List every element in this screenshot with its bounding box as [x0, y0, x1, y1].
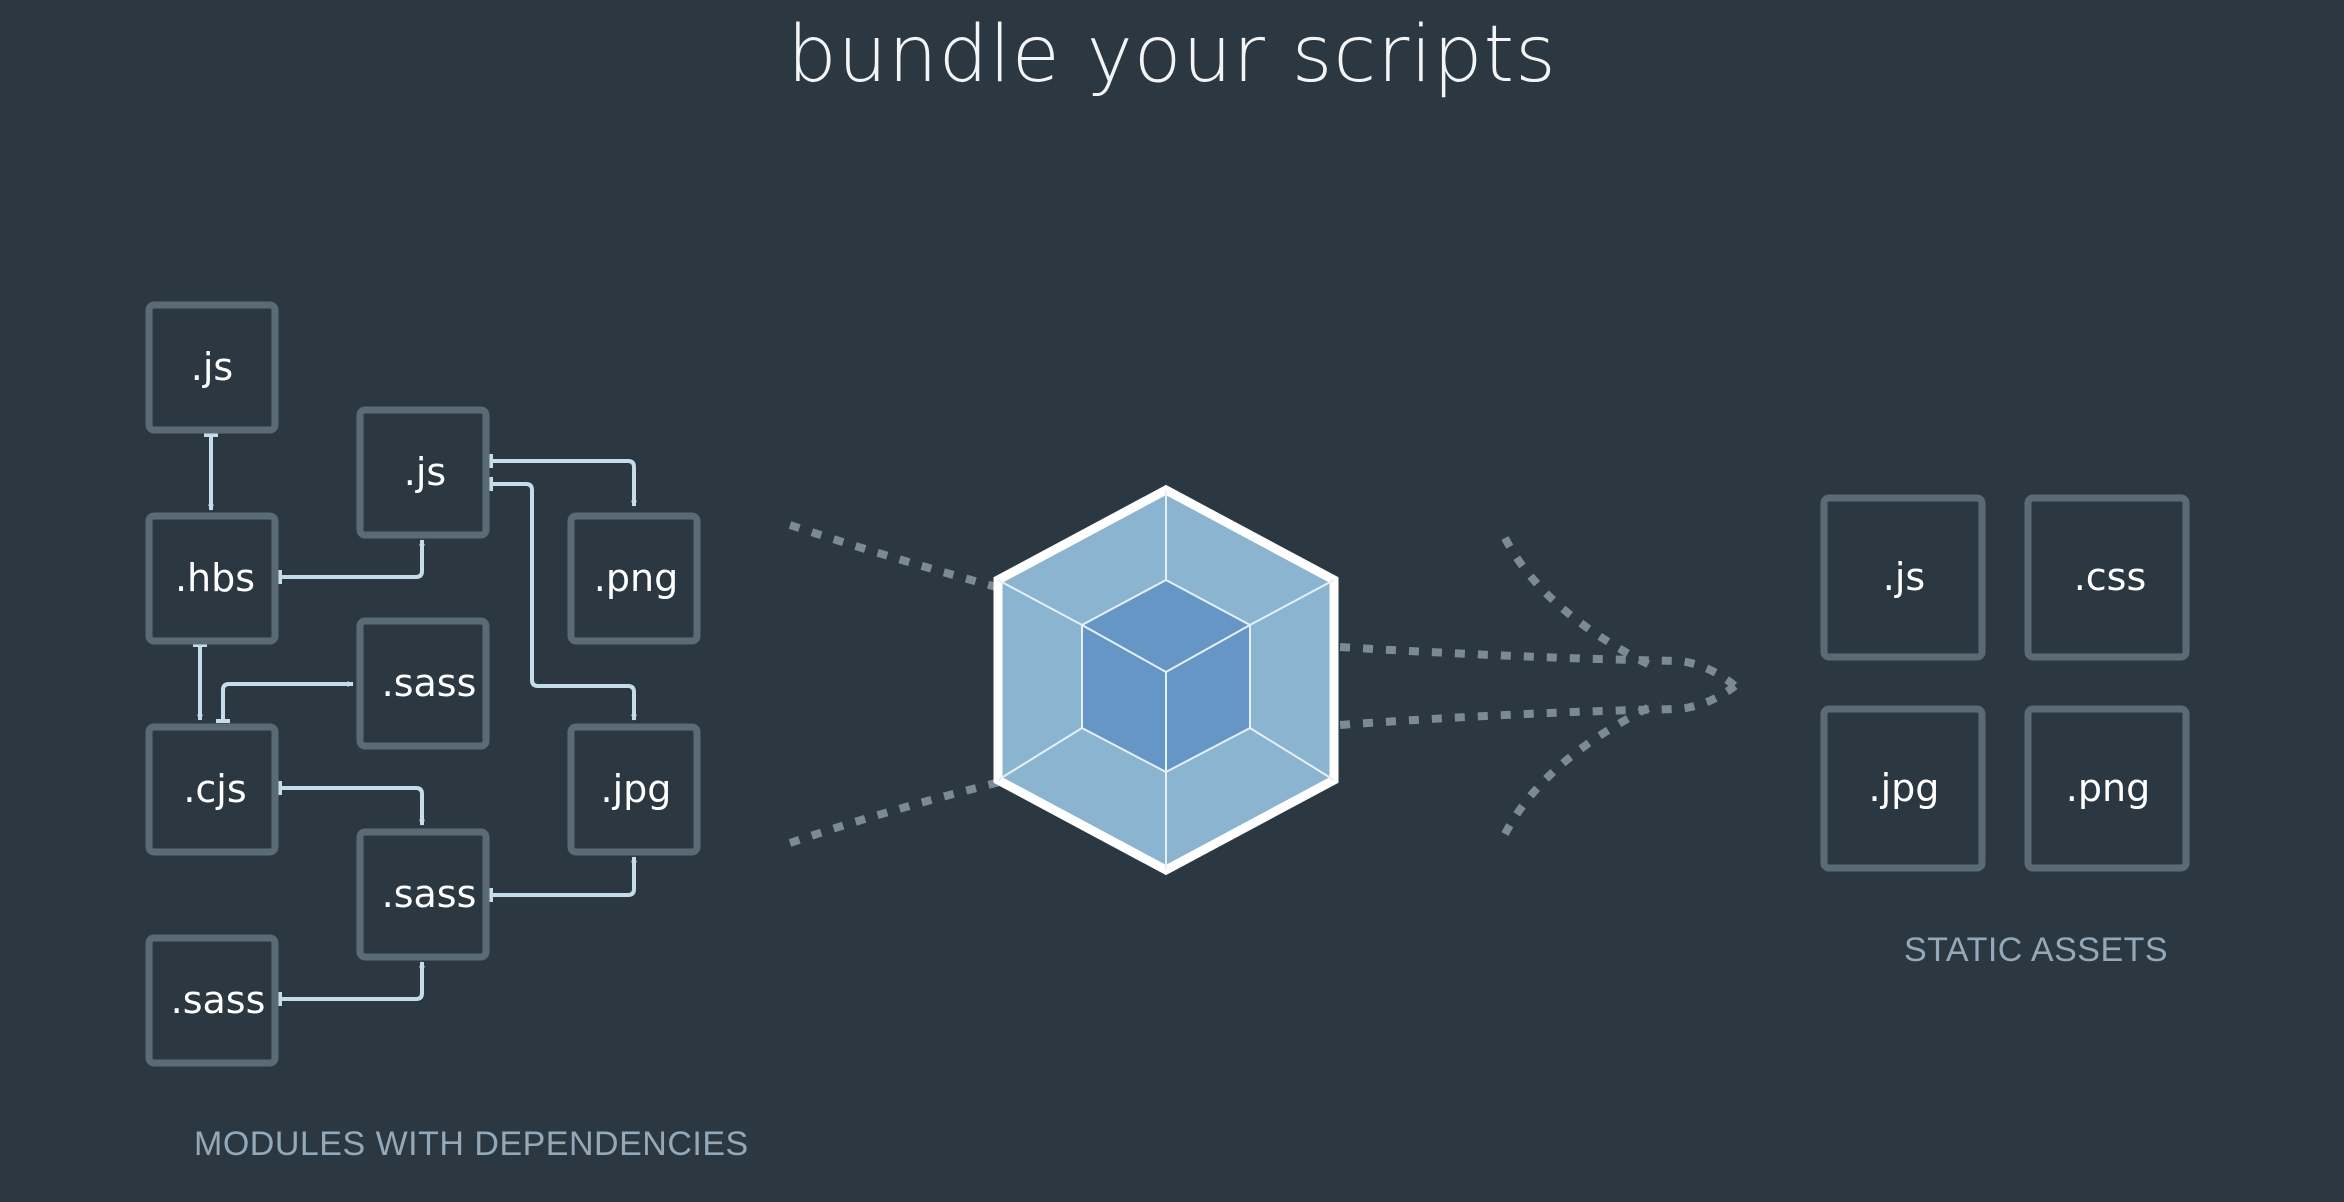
- module-label-js-b: .js: [404, 450, 446, 494]
- asset-label-css: .css: [2074, 555, 2147, 599]
- asset-box-jpg: [1820, 705, 1986, 872]
- module-box-sass-a: [356, 617, 490, 750]
- module-box-js-b: [356, 406, 490, 539]
- edge-hbs-to-js: [280, 539, 425, 579]
- webpack-cube-icon: [993, 484, 1339, 876]
- dependency-edges: [193, 433, 637, 1006]
- edge-sass-to-jpg: [491, 856, 637, 897]
- module-box-jpg: [567, 723, 701, 856]
- modules-caption: MODULES WITH DEPENDENCIES: [194, 1125, 749, 1163]
- module-box-sass-b: [356, 828, 490, 961]
- module-label-js: .js: [191, 345, 233, 389]
- asset-label-js: .js: [1883, 555, 1925, 599]
- edge-cjs-to-sass-b: [280, 786, 425, 826]
- asset-label-png: .png: [2066, 766, 2150, 810]
- module-label-cjs: .cjs: [183, 767, 246, 811]
- edge-sass-c-to-sass-b: [280, 961, 425, 1001]
- assets-caption: STATIC ASSETS: [1904, 931, 2169, 969]
- asset-box-js: [1820, 494, 1986, 661]
- module-nodes: .js .hbs .cjs .sass .js .sass .sass .png…: [145, 301, 701, 1067]
- module-box-cjs: [145, 723, 279, 856]
- edge-js-to-png: [491, 459, 637, 507]
- edge-js-to-jpg: [491, 482, 637, 721]
- module-label-sass-a: .sass: [382, 661, 477, 705]
- module-label-png: .png: [594, 556, 678, 600]
- asset-box-css: [2024, 494, 2190, 661]
- module-label-jpg: .jpg: [601, 767, 672, 811]
- module-label-sass-c: .sass: [171, 978, 266, 1022]
- module-label-hbs: .hbs: [175, 556, 255, 600]
- asset-box-png: [2024, 705, 2190, 872]
- module-box-sass-c: [145, 934, 279, 1067]
- asset-label-jpg: .jpg: [1869, 766, 1940, 810]
- module-label-sass-b: .sass: [382, 872, 477, 916]
- output-flow-lines: [1339, 536, 1738, 836]
- module-box-png: [567, 512, 701, 645]
- edge-cjs-to-sass: [221, 681, 354, 721]
- module-box-js: [145, 301, 279, 434]
- page-title: bundle your scripts: [787, 10, 1557, 100]
- module-box-hbs: [145, 512, 279, 645]
- static-assets: .js .css .jpg .png: [1820, 494, 2190, 872]
- input-flow-lines: [788, 521, 1002, 847]
